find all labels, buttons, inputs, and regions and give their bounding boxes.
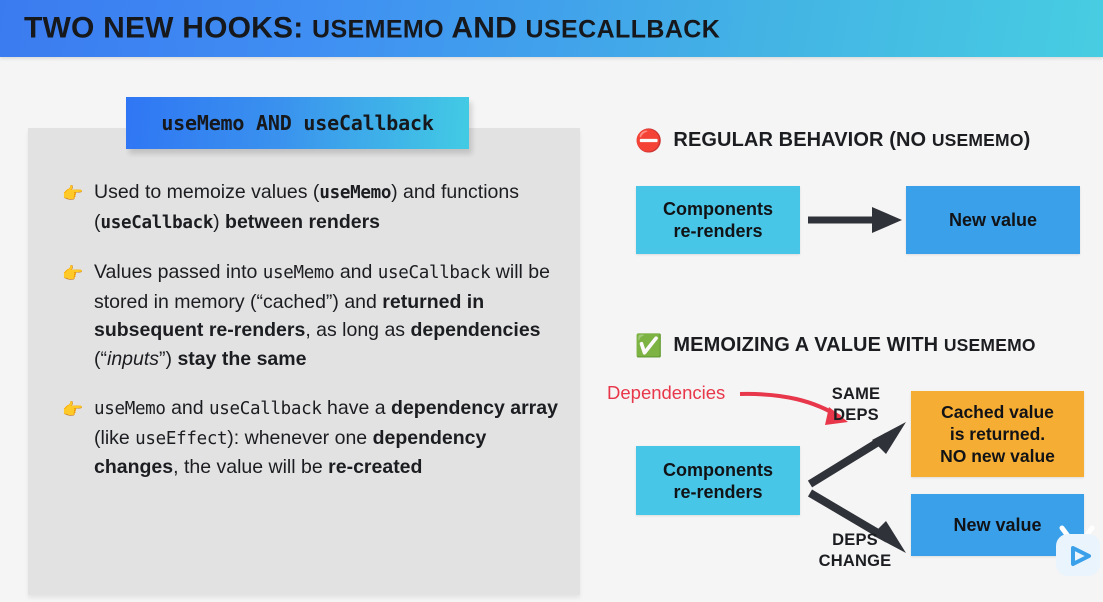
bullet-list: 👉 Used to memoize values (useMemo) and fu… [62,178,562,503]
no-entry-icon: ⛔ [635,127,663,153]
section-title-regular-main: REGULAR BEHAVIOR (NO [673,129,932,151]
title-part-0: TWO NEW HOOKS: [24,10,312,44]
section-title-regular-caps: USEMEMO [931,130,1024,150]
check-mark-button-icon: ✅ [635,332,663,358]
pointing-right-hand-icon: 👉 [62,184,84,203]
pointing-right-hand-icon: 👉 [62,400,84,419]
play-button-watermark[interactable] [1052,524,1103,580]
title-part-3: USECALLBACK [525,14,721,43]
list-item-text: Values passed into useMemo and useCallba… [94,261,550,370]
left-content-panel [28,128,580,595]
arrow-regular-flow [808,207,902,233]
section-header-regular-behavior: ⛔ REGULAR BEHAVIOR (NO USEMEMO) [635,129,1030,152]
arrow-same-deps [807,422,906,488]
box-new-value-regular: New value [906,186,1080,254]
section-title-memoizing: MEMOIZING A VALUE WITH USEMEMO [673,334,1035,357]
section-title-memoize-main: MEMOIZING A VALUE WITH [673,334,944,356]
hooks-badge: useMemo AND useCallback [126,97,469,149]
box-new-value-memoized: New value [911,494,1084,556]
section-title-memoize-caps: USEMEMO [943,335,1036,355]
title-part-1: USEMEMO [311,14,444,43]
list-item: 👉 Values passed into useMemo and useCallb… [62,258,562,373]
dependencies-annotation: Dependencies [607,382,726,403]
list-item-text: useMemo and useCallback have a dependenc… [94,397,558,478]
play-tv-icon [1056,525,1100,576]
title-part-2: AND [443,10,526,44]
list-item-text: Used to memoize values (useMemo) and fun… [94,181,519,233]
hooks-badge-label: useMemo AND useCallback [161,111,434,135]
box-label: New value [953,515,1042,535]
slide-title-bar: TWO NEW HOOKS: USEMEMO AND USECALLBACK [0,0,1103,57]
list-item: 👉 Used to memoize values (useMemo) and fu… [62,178,562,237]
box-label: New value [948,210,1038,230]
list-item: 👉 useMemo and useCallback have a dependen… [62,394,562,482]
pointing-right-hand-icon: 👉 [62,264,84,283]
section-header-memoizing: ✅ MEMOIZING A VALUE WITH USEMEMO [635,334,1036,357]
section-title-regular-behavior: REGULAR BEHAVIOR (NO USEMEMO) [673,129,1030,152]
section-title-regular-tail: ) [1023,129,1031,151]
page-title: TWO NEW HOOKS: USEMEMO AND USECALLBACK [24,11,720,45]
